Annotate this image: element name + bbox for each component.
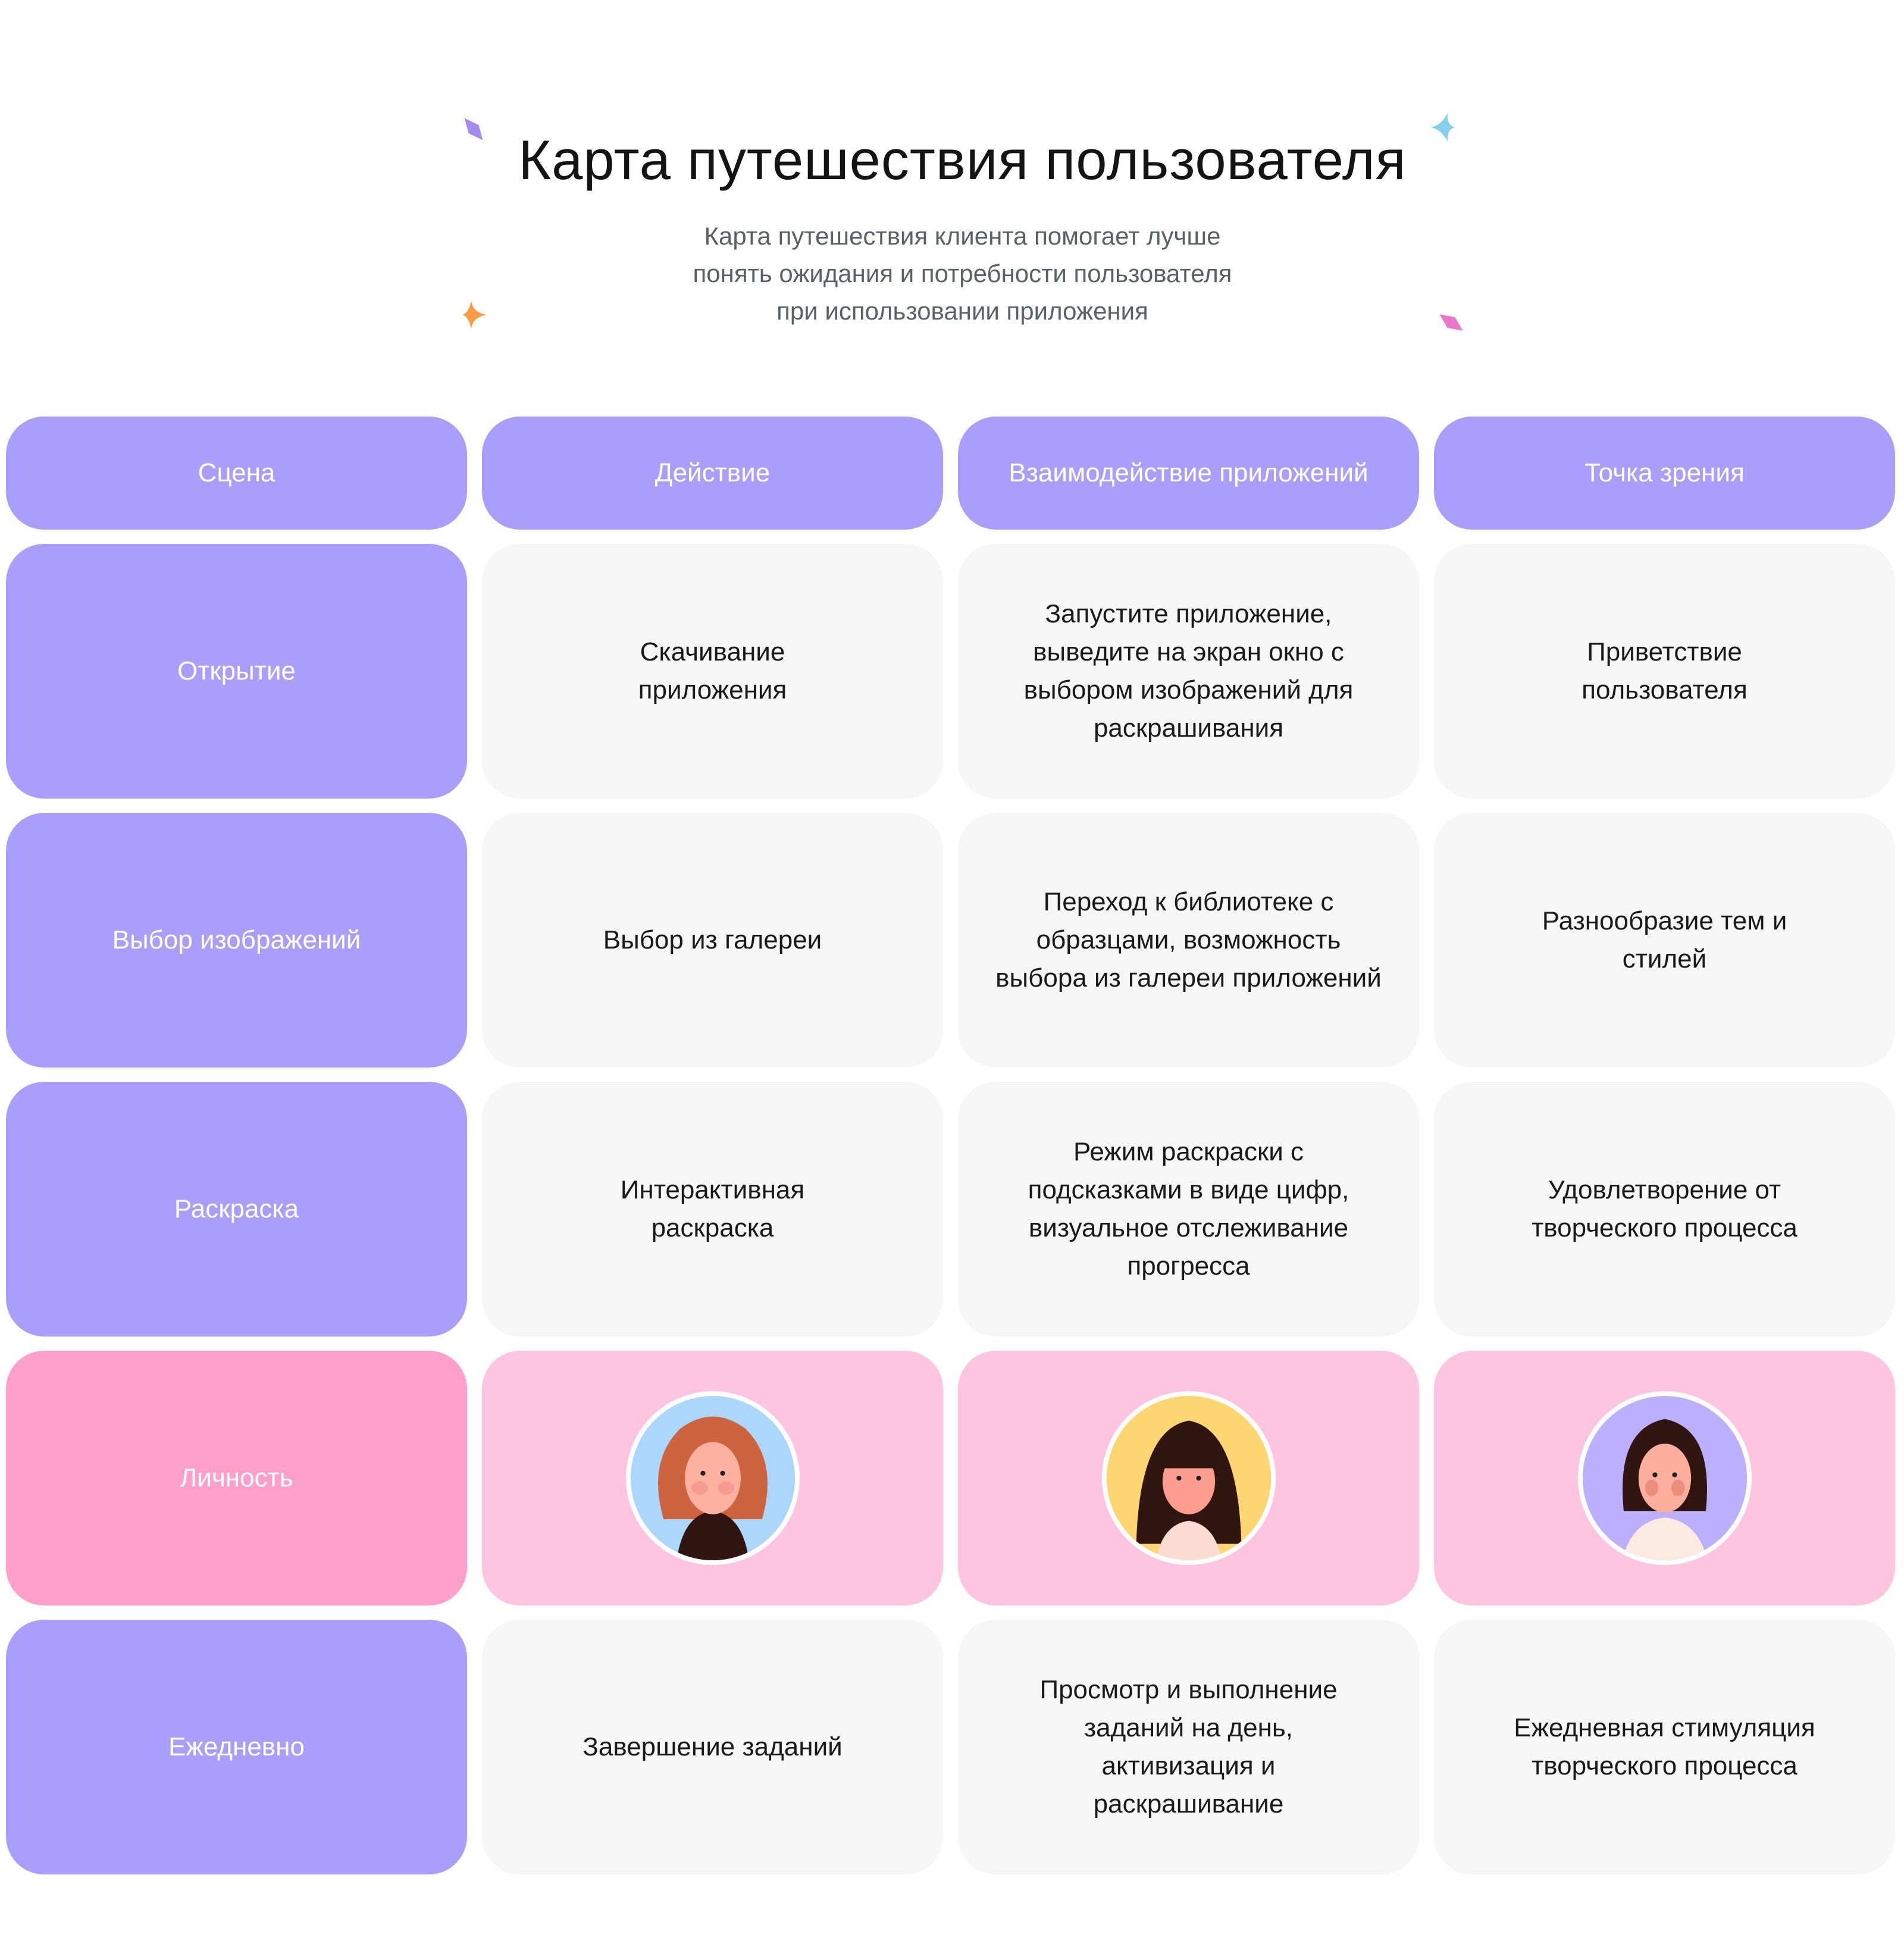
viewpoint-cell: Приветствие пользователя [1434,544,1895,799]
interaction-cell: Запустите приложение, выведите на экран … [958,544,1419,799]
persona-cell [958,1351,1419,1605]
stage-cell: Выбор изображений [6,813,467,1068]
action-cell: Скачивание приложения [482,544,943,799]
persona-cell [1434,1351,1895,1605]
viewpoint-cell: Разнообразие тем и стилей [1434,813,1895,1068]
action-cell: Интерактивная раскраска [482,1082,943,1337]
viewpoint-cell: Удовлетворение от творческого процесса [1434,1082,1895,1337]
sparkle-pink-icon [1439,314,1463,331]
interaction-cell: Переход к библиотеке с образцами, возмож… [958,813,1419,1068]
interaction-cell: Просмотр и выполнение заданий на день, а… [958,1620,1419,1874]
page-title: Карта путешествия пользователя [518,129,1407,191]
sparkle-orange-icon [463,301,487,329]
stage-cell: Раскраска [6,1082,467,1337]
column-header-viewpoint: Точка зрения [1434,417,1895,530]
viewpoint-cell: Ежедневная стимуляция творческого процес… [1434,1620,1895,1874]
avatar-dark-hair-girl [1101,1391,1276,1565]
persona-cell [482,1351,943,1605]
journey-map-table: Сцена Действие Взаимодействие приложений… [6,417,1895,1874]
stage-cell: Открытие [6,544,467,799]
interaction-cell: Режим раскраски с подсказками в виде циф… [958,1082,1419,1337]
avatar-redhead-woman [625,1391,800,1565]
subtitle-line: Карта путешествия клиента помогает лучше [704,222,1221,250]
column-header-stage: Сцена [6,417,467,530]
sparkle-purple-icon [464,118,483,140]
subtitle-line: понять ожидания и потребности пользовате… [693,259,1232,287]
avatar-curly-man [1577,1391,1752,1565]
action-cell: Выбор из галереи [482,813,943,1068]
stage-cell: Ежедневно [6,1620,467,1874]
sparkle-blue-icon [1431,113,1455,142]
stage-cell-persona: Личность [6,1351,467,1605]
page-subtitle: Карта путешествия клиента помогает лучше… [0,217,1904,330]
column-header-interaction: Взаимодействие приложений [958,417,1419,530]
column-header-action: Действие [482,417,943,530]
action-cell: Завершение заданий [482,1620,943,1874]
subtitle-line: при использовании приложения [776,297,1148,325]
